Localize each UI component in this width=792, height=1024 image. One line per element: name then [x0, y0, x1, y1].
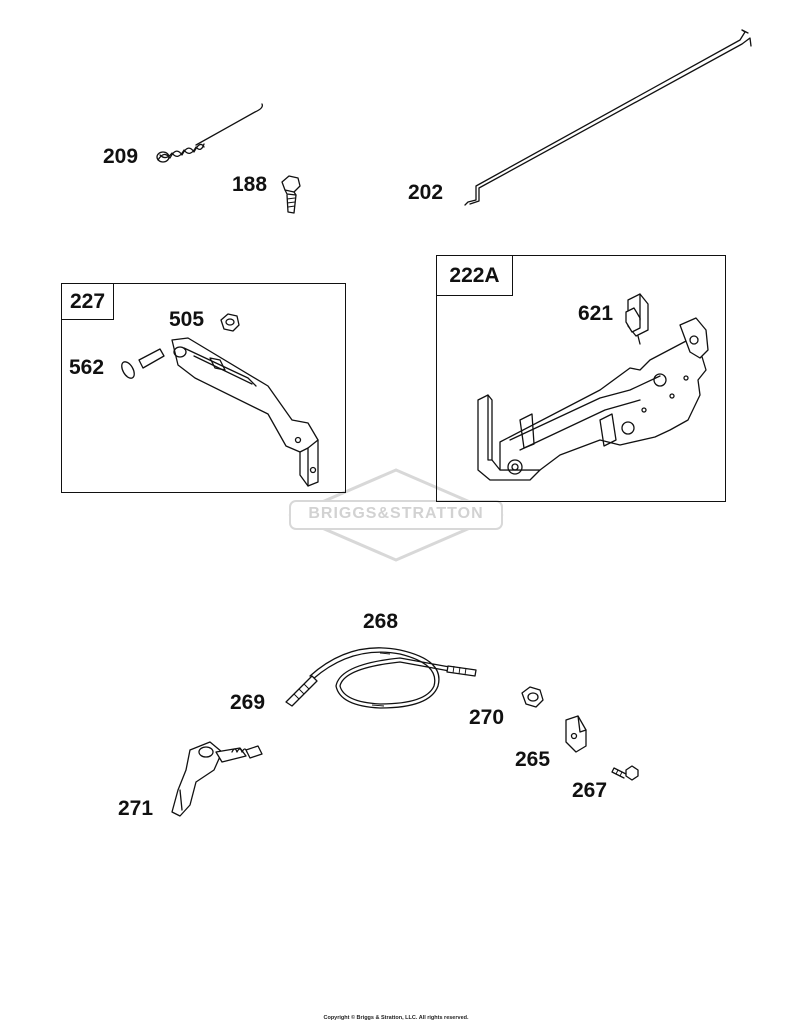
watermark-text: BRIGGS&STRATTON	[308, 505, 484, 522]
nut-270-drawing	[521, 686, 544, 708]
callout-562: 562	[69, 356, 105, 379]
callout-269: 269	[230, 691, 266, 714]
assembly-222a-frame: 222A	[436, 255, 726, 502]
callout-621: 621	[578, 302, 614, 325]
control-bracket-222a-drawing	[477, 317, 709, 481]
assembly-227-frame: 227	[61, 283, 346, 493]
callout-268: 268	[363, 610, 399, 633]
callout-271: 271	[118, 797, 154, 820]
callout-188: 188	[232, 173, 268, 196]
nut-505-drawing	[220, 313, 240, 332]
callout-505: 505	[169, 308, 205, 331]
watermark-diamond-logo	[288, 468, 504, 562]
screw-267-drawing	[611, 765, 639, 781]
pin-562-drawing	[121, 348, 165, 379]
rod-202-drawing	[464, 29, 752, 206]
assembly-227-tag: 227	[62, 284, 114, 320]
callout-202: 202	[408, 181, 444, 204]
lever-271-drawing	[171, 741, 263, 817]
bolt-188-drawing	[281, 175, 301, 214]
clamp-265-drawing	[565, 715, 587, 753]
assembly-222a-tag: 222A	[437, 256, 513, 296]
callout-265: 265	[515, 748, 551, 771]
callout-209: 209	[103, 145, 139, 168]
callout-267: 267	[572, 779, 608, 802]
cable-268-drawing	[285, 647, 477, 709]
copyright-notice: Copyright © Briggs & Stratton, LLC. All …	[323, 1015, 469, 1021]
bracket-227-drawing	[171, 337, 319, 487]
callout-270: 270	[469, 706, 505, 729]
switch-621-drawing	[625, 293, 649, 345]
spring-209-drawing	[156, 103, 263, 163]
